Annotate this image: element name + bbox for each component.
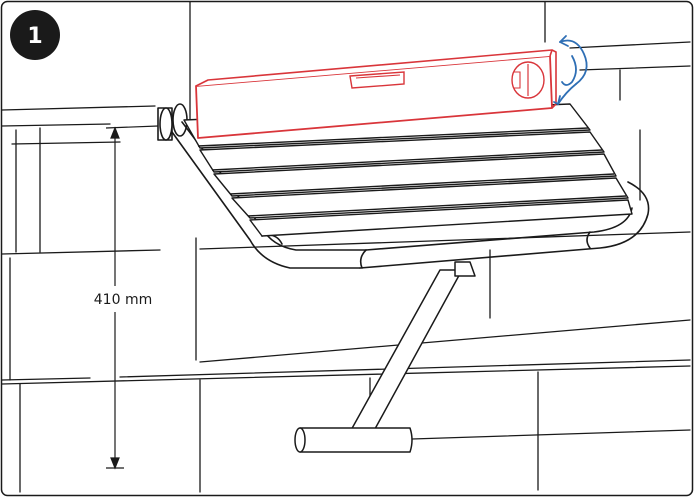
step-badge: 1	[10, 10, 60, 60]
step-badge-circle	[10, 10, 60, 60]
seat-leg	[294, 261, 476, 453]
spirit-level	[195, 49, 557, 139]
step-number: 1	[27, 24, 42, 49]
dimension-label-bg	[84, 287, 162, 309]
height-dimension	[105, 125, 159, 470]
dimension-arrow-top	[110, 126, 120, 139]
seat-slats	[183, 103, 633, 237]
leg-foot	[297, 427, 413, 453]
dimension-label: 410 mm	[94, 292, 152, 308]
rotate-arrows-icon	[553, 35, 588, 105]
dimension-arrow-bottom	[110, 457, 120, 470]
